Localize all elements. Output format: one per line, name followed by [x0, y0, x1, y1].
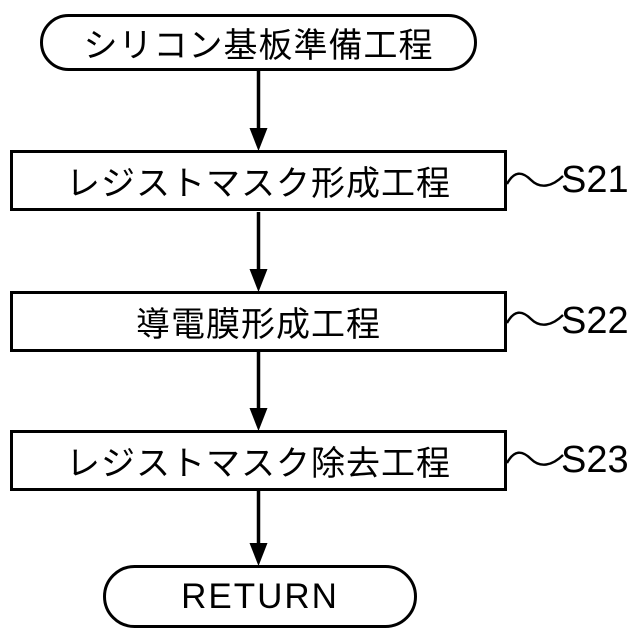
node-step-1: レジストマスク形成工程 [10, 150, 507, 211]
node-step-3-label: レジストマスク除去工程 [66, 445, 451, 483]
arrow-down-icon [249, 491, 268, 566]
tilde-connector-icon [506, 172, 564, 187]
step-label-s23: S23 [561, 439, 629, 481]
tilde-connector-icon [506, 311, 564, 326]
node-end-label: RETURN [181, 576, 339, 616]
arrow-down-icon [249, 352, 268, 431]
arrow-down-icon [249, 212, 268, 292]
step-label-s22: S22 [561, 300, 629, 342]
node-step-3: レジストマスク除去工程 [10, 430, 507, 491]
node-step-2: 導電膜形成工程 [10, 291, 507, 352]
node-step-1-label: レジストマスク形成工程 [66, 165, 451, 203]
node-step-2-label: 導電膜形成工程 [136, 306, 381, 344]
node-start-terminal: シリコン基板準備工程 [40, 14, 477, 71]
step-label-s21: S21 [561, 159, 629, 201]
node-end-terminal: RETURN [103, 565, 417, 628]
node-start-label: シリコン基板準備工程 [83, 27, 434, 65]
arrow-down-icon [249, 70, 268, 151]
tilde-connector-icon [506, 451, 564, 466]
